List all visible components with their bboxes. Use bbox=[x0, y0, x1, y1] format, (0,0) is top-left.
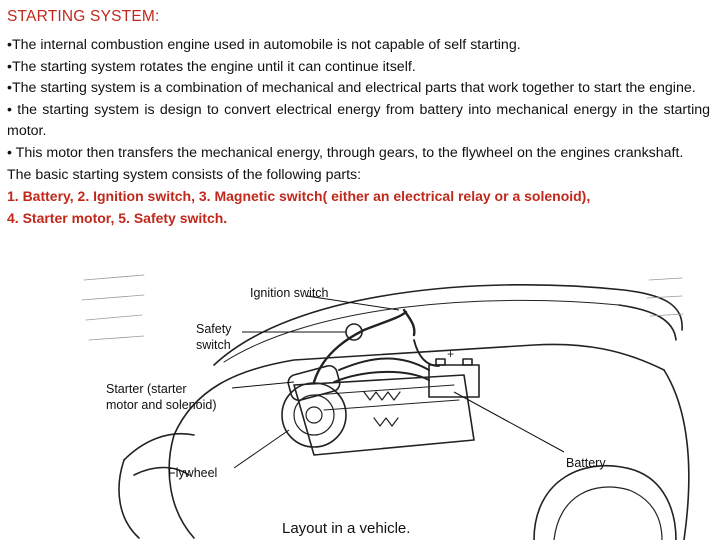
bullet-item: • the starting system is design to conve… bbox=[7, 101, 710, 140]
parts-intro: The basic starting system consists of th… bbox=[7, 166, 362, 183]
parts-list-line-2: 4. Starter motor, 5. Safety switch. bbox=[7, 209, 228, 226]
bullet-item: • This motor then transfers the mechanic… bbox=[7, 144, 684, 161]
flywheel-disc bbox=[281, 382, 347, 448]
battery-box bbox=[428, 364, 480, 398]
starting-system-diagram: + Ignition switch bbox=[64, 270, 694, 540]
hood-outline bbox=[213, 283, 683, 366]
label-starter-1: Starter (starter bbox=[106, 382, 187, 396]
bullet-item: •The internal combustion engine used in … bbox=[7, 37, 521, 53]
label-battery: Battery bbox=[566, 456, 606, 470]
parts-list-line-1: 1. Battery, 2. Ignition switch, 3. Magne… bbox=[7, 188, 591, 205]
label-ignition-switch: Ignition switch bbox=[250, 286, 329, 300]
starter-motor-body bbox=[287, 364, 341, 402]
label-starter-2: motor and solenoid) bbox=[106, 398, 217, 412]
bullet-item: •The starting system rotates the engine … bbox=[7, 58, 416, 75]
vehicle-layout-drawing: + bbox=[81, 274, 690, 540]
svg-text:+: + bbox=[447, 347, 454, 361]
label-safety-switch-2: switch bbox=[196, 338, 231, 352]
slide-title: STARTING SYSTEM: bbox=[7, 8, 160, 25]
bullet-item: •The starting system is a combination of… bbox=[7, 80, 696, 97]
label-safety-switch-1: Safety bbox=[196, 322, 232, 336]
figure-caption: Layout in a vehicle. bbox=[282, 520, 411, 537]
body-text: •The internal combustion engine used in … bbox=[7, 35, 710, 229]
label-flywheel: Flywheel bbox=[168, 466, 218, 480]
